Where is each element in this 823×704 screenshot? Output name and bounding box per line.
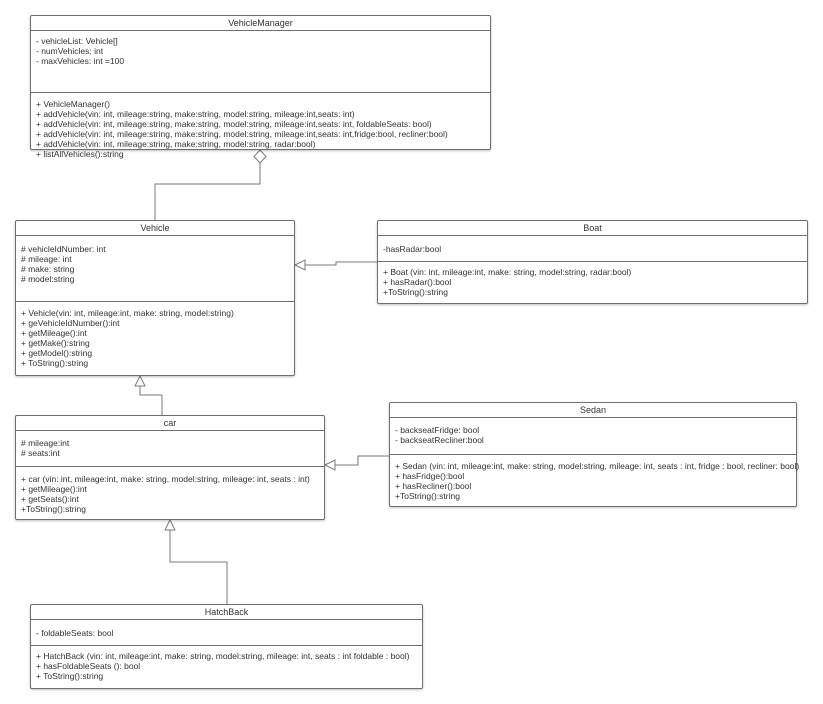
inheritance-line-hatchback-car (169, 530, 228, 604)
class-title: Boat (378, 221, 807, 236)
class-vehicle: Vehicle # vehicleIdNumber: int # mileage… (15, 220, 295, 376)
attribute: - maxVehicles: int =100 (36, 56, 125, 66)
class-sedan: Sedan - backseatFridge: bool - backseatR… (389, 402, 800, 507)
inheritance-line-sedan-car (335, 455, 389, 466)
method: + VehicleManager() (36, 99, 110, 109)
method: + ToString():string (36, 671, 104, 681)
methods-section: + Boat (vin: int, mileage:int, make: str… (378, 262, 807, 300)
method: + hasRadar():bool (383, 277, 452, 287)
attribute: - foldableSeats: bool (36, 628, 114, 638)
method: + addVehicle(vin: int, mileage:string, m… (36, 119, 432, 129)
method: + ToString():string (21, 358, 89, 368)
method: + getModel():string (21, 348, 93, 358)
class-title: car (16, 416, 324, 431)
aggregation-line-vehicle-manager (154, 163, 261, 220)
method: + car (vin: int, mileage:int, make: stri… (21, 474, 310, 484)
methods-section: + Vehicle(vin: int, mileage:int, make: s… (16, 302, 294, 371)
class-title: Vehicle (16, 221, 294, 236)
method: + Vehicle(vin: int, mileage:int, make: s… (21, 308, 234, 318)
aggregation-diamond (253, 149, 267, 164)
inheritance-arrowhead-sedan (323, 459, 336, 471)
class-vehiclemanager: VehicleManager - vehicleList: Vehicle[] … (30, 15, 491, 159)
method: +ToString():string (395, 491, 460, 501)
method: + hasRecliner():bool (395, 481, 472, 491)
method: + getSeats():int (21, 494, 79, 504)
inheritance-arrowhead-boat (293, 259, 306, 271)
class-boat: Boat -hasRadar:bool + Boat (vin: int, mi… (377, 220, 808, 304)
attribute: # mileage: int (21, 254, 72, 264)
methods-section: + HatchBack (vin: int, mileage:int, make… (31, 646, 422, 684)
method: + addVehicle(vin: int, mileage:string, m… (36, 109, 355, 119)
class-hatchback: HatchBack - foldableSeats: bool + HatchB… (30, 604, 423, 689)
attribute: -hasRadar:bool (383, 244, 442, 254)
method: + getMake():string (21, 338, 90, 348)
attribute: # seats:int (21, 448, 60, 458)
class-title: Sedan (390, 403, 796, 418)
inheritance-line-car-vehicle (139, 386, 163, 415)
method: + HatchBack (vin: int, mileage:int, make… (36, 651, 410, 661)
attribute: - backseatFridge: bool (395, 425, 480, 435)
attributes-section: -hasRadar:bool (378, 236, 807, 262)
attributes-section: # vehicleIdNumber: int # mileage: int # … (16, 236, 294, 302)
method: + getMileage():int (21, 328, 87, 338)
method: +ToString():string (383, 287, 448, 297)
method: + hasFoldableSeats (): bool (36, 661, 141, 671)
method: + Sedan (vin: int, mileage:int, make: st… (395, 461, 800, 471)
inheritance-arrowhead-hatchback (164, 518, 176, 531)
method: +ToString():string (21, 504, 86, 514)
attribute: - numVehicles: int (36, 46, 104, 56)
attributes-section: - foldableSeats: bool (31, 620, 422, 646)
class-car: car # mileage:int # seats:int + car (vin… (15, 415, 325, 520)
attribute: # model:string (21, 274, 75, 284)
inheritance-arrowhead-car (134, 374, 146, 387)
class-title: HatchBack (31, 605, 422, 620)
attributes-section: - vehicleList: Vehicle[] - numVehicles: … (31, 31, 490, 93)
class-title: VehicleManager (31, 16, 490, 31)
method: + addVehicle(vin: int, mileage:string, m… (36, 129, 448, 139)
attribute: - backseatRecliner:bool (395, 435, 484, 445)
method: + hasFridge():bool (395, 471, 465, 481)
attributes-section: # mileage:int # seats:int (16, 431, 324, 467)
method: + geVehicleIdNumber():int (21, 318, 120, 328)
inheritance-line-boat-vehicle (305, 261, 377, 266)
attribute: # make: string (21, 264, 75, 274)
method: + addVehicle(vin: int, mileage:string, m… (36, 139, 316, 149)
method: + listAllVehicles():string (36, 149, 124, 159)
attribute: # vehicleIdNumber: int (21, 244, 106, 254)
attributes-section: - backseatFridge: bool - backseatRecline… (390, 418, 796, 455)
attribute: - vehicleList: Vehicle[] (36, 36, 118, 46)
methods-section: + Sedan (vin: int, mileage:int, make: st… (390, 455, 800, 504)
method: + Boat (vin: int, mileage:int, make: str… (383, 267, 632, 277)
methods-section: + VehicleManager() + addVehicle(vin: int… (31, 93, 490, 162)
method: + getMileage():int (21, 484, 87, 494)
methods-section: + car (vin: int, mileage:int, make: stri… (16, 467, 324, 517)
attribute: # mileage:int (21, 438, 70, 448)
